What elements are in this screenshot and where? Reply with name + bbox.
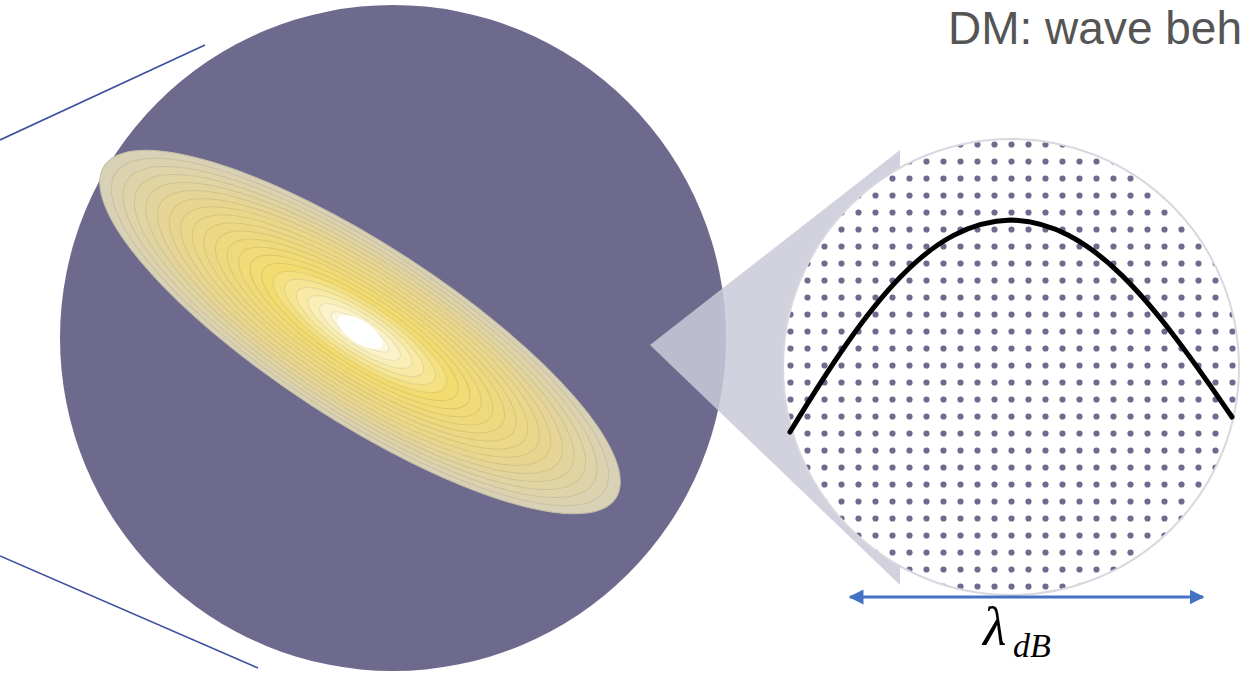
wavelength-subscript: dB: [1013, 626, 1051, 665]
galaxy-ring: [124, 145, 596, 518]
galaxy-ring: [313, 295, 407, 370]
galaxy-ring: [272, 263, 447, 402]
galaxy-ring: [299, 284, 420, 380]
dm-halo: [60, 5, 726, 671]
galaxy-core: [332, 309, 388, 356]
galaxy-ring: [110, 135, 609, 530]
wavelength-symbol: λ: [983, 596, 1006, 658]
galaxy-ring: [218, 220, 501, 444]
wave-curve: [790, 220, 1232, 432]
galaxy-ring: [286, 273, 434, 390]
zoom-circle: [783, 139, 1239, 595]
wavelength-arrow: [850, 596, 1203, 599]
galaxy-ring: [259, 252, 461, 412]
galaxy-ring: [178, 188, 542, 476]
heading-label: DM: wave beh: [948, 2, 1242, 55]
galaxy-ring: [70, 103, 650, 562]
particle-dots: [783, 139, 1239, 595]
galaxy-ring: [137, 156, 582, 508]
galaxy-ring: [245, 241, 474, 422]
galaxy-ring: [326, 305, 393, 358]
galaxy-ring: [97, 124, 623, 540]
galaxy-ring: [83, 113, 636, 550]
galaxy-ring: [56, 92, 663, 572]
galaxy-ring: [232, 231, 488, 434]
galaxy-ring: [164, 177, 555, 486]
galaxy-ring: [191, 199, 528, 466]
galaxy-ring: [205, 209, 515, 454]
galaxy-ring: [151, 167, 569, 498]
galaxy-disk: [56, 92, 663, 572]
